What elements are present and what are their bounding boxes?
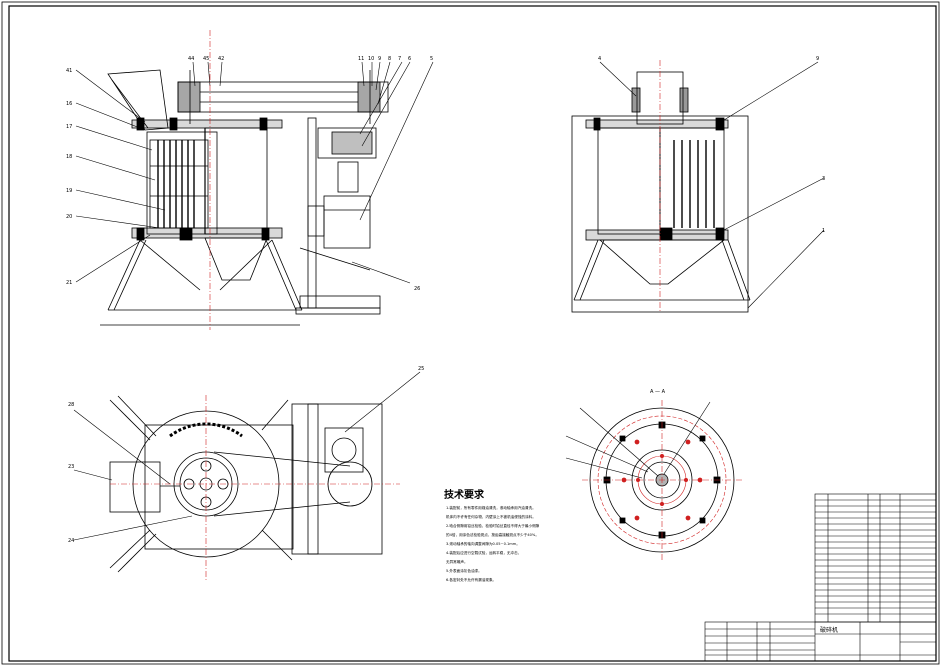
part-balloon-main: 18	[66, 154, 72, 160]
technical-requirement-line: 的4倍，用涂色法检验斑点，按齿高接触斑点不少于40%。	[446, 533, 539, 537]
part-balloon-top: 24	[68, 538, 74, 544]
technical-requirement-line: 2.啮合侧隙用铅丝检验，检验时铅丝直径不得大于最小侧隙	[446, 524, 540, 528]
part-balloon-main: 19	[66, 188, 72, 194]
part-balloon-main: 9	[378, 56, 381, 62]
part-balloon-main: 10	[368, 56, 374, 62]
part-balloon-side: 3	[822, 176, 825, 182]
part-balloon-section: A — A	[650, 389, 666, 395]
top-view	[73, 371, 421, 580]
part-balloon-top: 25	[418, 366, 424, 372]
technical-requirement-line: 1.装配前，所有零件用煤油清洗，滚动轴承用汽油清洗。	[446, 506, 536, 510]
inner-border	[8, 5, 937, 662]
technical-requirement-line: 无异常噪声。	[446, 560, 468, 564]
part-balloon-main: 11	[358, 56, 364, 62]
technical-requirement-line: 6.各密封处不允许有漏油现象。	[446, 578, 497, 582]
part-balloon-side: 1	[822, 228, 825, 234]
part-balloon-side: 9	[816, 56, 819, 62]
part-balloon-main: 42	[218, 56, 224, 62]
technical-requirement-line: 3.滚动轴承的轴向调整间隙为0.05~0.1mm。	[446, 542, 520, 546]
part-balloon-main: 6	[408, 56, 411, 62]
front-view	[75, 30, 434, 330]
part-balloon-main: 7	[398, 56, 401, 62]
part-balloon-main: 17	[66, 124, 72, 130]
part-balloon-side: 4	[598, 56, 601, 62]
side-view	[571, 60, 825, 313]
part-balloon-main: 26	[414, 286, 420, 292]
technical-requirement-line: 5.外表面涂灰色油漆。	[446, 569, 482, 573]
part-balloon-top: 23	[68, 464, 74, 470]
part-balloon-main: 45	[203, 56, 209, 62]
technical-requirement-line: 机体内不许有任何杂物，内壁涂上不被机油侵蚀的涂料。	[446, 515, 536, 519]
balloon-labels: 41 16 17 18 19 20 21 44 45 42 11 10 9 8 7 6 5 26 4 9 3 1 28 23 2…	[66, 56, 825, 544]
part-balloon-top: 28	[68, 402, 74, 408]
title-block	[704, 493, 937, 662]
part-balloon-main: 44	[188, 56, 194, 62]
part-balloon-main: 16	[66, 101, 72, 107]
technical-requirement-line: 4.装配后应进行空载试验，运转平稳，无冲击，	[446, 551, 522, 555]
part-balloon-main: 21	[66, 280, 72, 286]
part-balloon-main: 20	[66, 214, 72, 220]
drawing-name: 破碎机	[820, 627, 839, 634]
part-balloon-main: 41	[66, 68, 72, 74]
technical-requirements-title: 技术要求	[444, 490, 484, 501]
section-a-a	[565, 400, 742, 560]
part-balloon-main: 8	[388, 56, 391, 62]
part-balloon-main: 5	[430, 56, 433, 62]
